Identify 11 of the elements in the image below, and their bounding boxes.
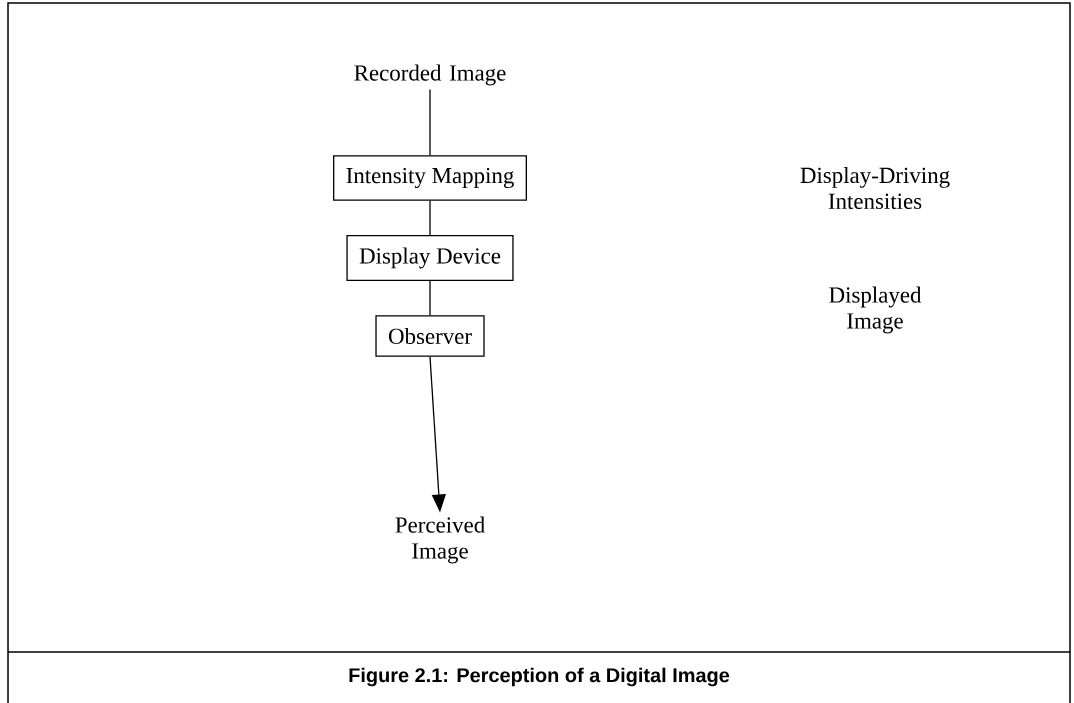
bare-text: Perceived Image (395, 516, 485, 564)
bare-text: Recorded Image (354, 64, 506, 86)
process-box: Observer (375, 315, 485, 357)
connector (429, 88, 431, 156)
caption: Figure 2.1: Perception of a Digital Image (349, 667, 730, 687)
connector (429, 200, 431, 236)
annotation: Display-Driving Intensities (800, 167, 950, 209)
annotation: Displayed Image (829, 286, 922, 334)
connector (429, 280, 431, 316)
process-box: Intensity Mapping (333, 155, 527, 201)
process-box: Display Device (346, 234, 514, 282)
